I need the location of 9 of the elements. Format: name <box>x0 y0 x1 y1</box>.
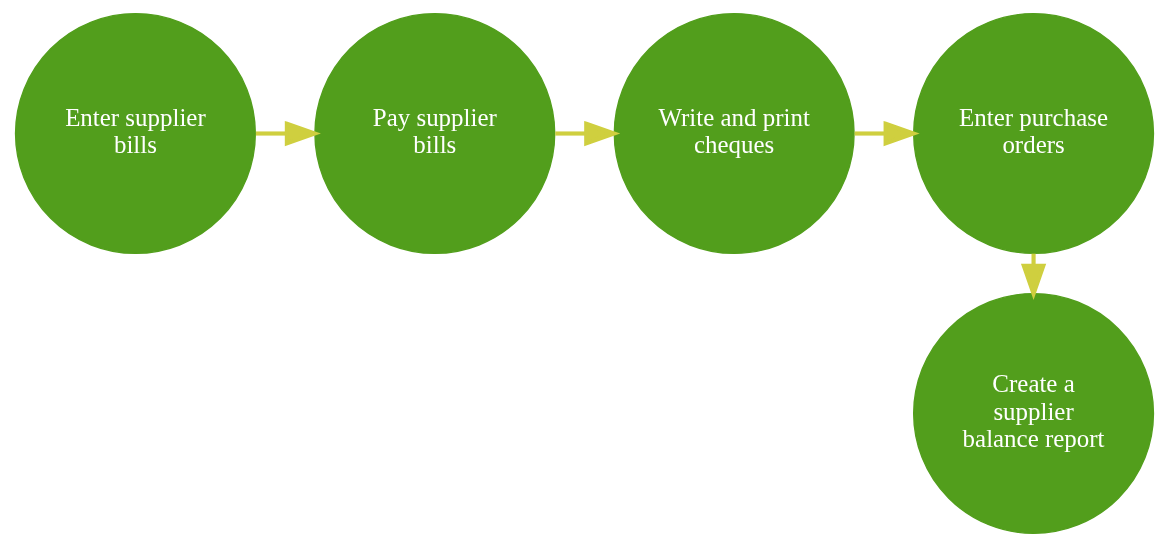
node-circle: Enter purchase orders <box>912 12 1154 255</box>
arrow <box>554 120 620 147</box>
node-circle: Enter supplier bills <box>14 12 256 255</box>
arrow <box>1020 253 1046 300</box>
node-circle: Write and print cheques <box>613 12 855 255</box>
arrow <box>255 120 321 147</box>
node-circle: Create a supplier balance report <box>912 292 1154 535</box>
node-circle: Pay supplier bills <box>313 12 555 255</box>
arrow <box>854 120 920 147</box>
